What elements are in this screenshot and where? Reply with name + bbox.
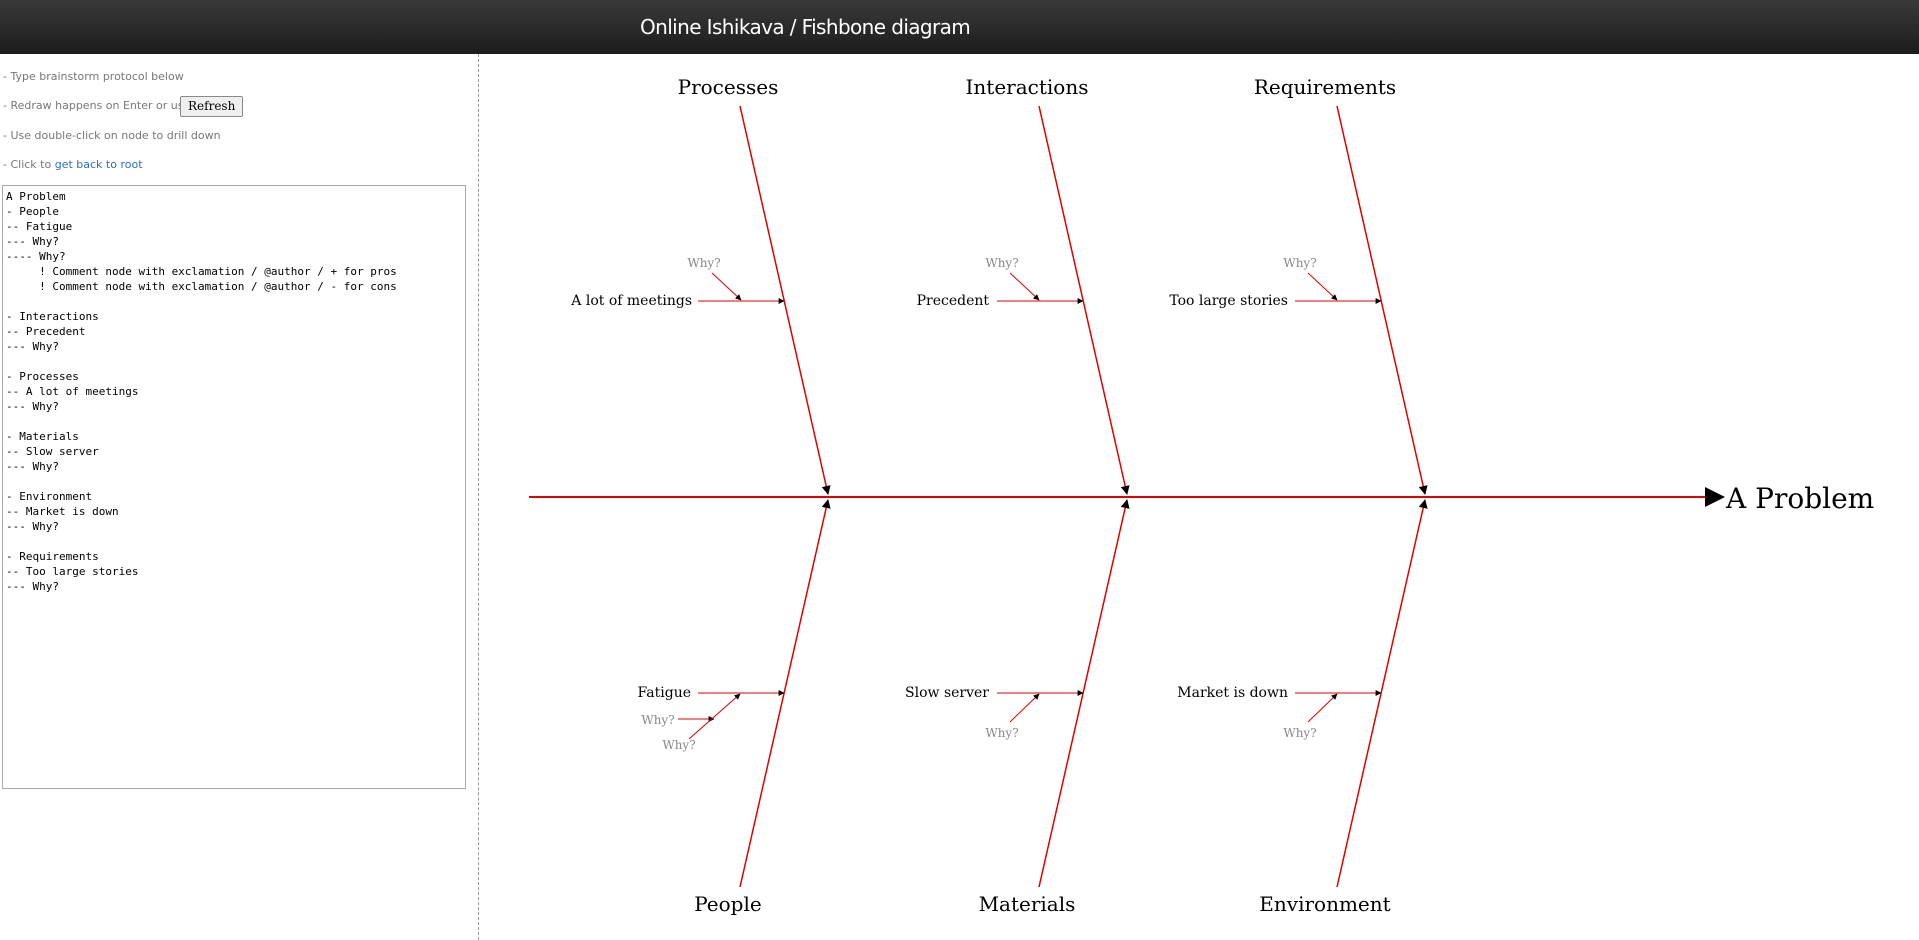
why-line-environment: [1307, 693, 1338, 723]
help-double-click: - Use double-click on node to drill down: [3, 129, 221, 142]
panel-splitter[interactable]: [478, 54, 479, 940]
help-redraw-text: - Redraw happens on Enter or use: [3, 99, 191, 112]
category-label-environment[interactable]: Environment: [1259, 892, 1390, 916]
refresh-button[interactable]: Refresh: [180, 96, 244, 117]
why-label-materials[interactable]: Why?: [985, 726, 1018, 740]
category-label-processes[interactable]: Processes: [678, 75, 779, 99]
why-label-requirements[interactable]: Why?: [1283, 256, 1316, 270]
back-to-root-link[interactable]: get back to root: [54, 158, 143, 171]
category-label-interactions[interactable]: Interactions: [966, 75, 1089, 99]
protocol-editor[interactable]: A Problem - People -- Fatigue --- Why? -…: [2, 185, 466, 789]
why-label-people-2[interactable]: Why?: [662, 738, 695, 752]
help-back-to-root: - Click to get back to root: [3, 158, 143, 171]
cause-label-precedent[interactable]: Precedent: [917, 293, 990, 309]
why-line-materials: [1009, 693, 1040, 723]
bone-interactions: [1038, 105, 1130, 495]
category-label-materials[interactable]: Materials: [979, 892, 1076, 916]
fishbone-diagram: A Problem Processes A lot of meetings Wh…: [529, 75, 1874, 916]
cause-label-slow-server[interactable]: Slow server: [905, 685, 989, 701]
why-line-people-2: [688, 693, 741, 740]
help-click-text: - Click to: [3, 158, 52, 171]
cause-label-too-large-stories[interactable]: Too large stories: [1169, 293, 1288, 309]
category-label-people[interactable]: People: [694, 892, 761, 916]
why-line-processes: [711, 272, 742, 301]
spine-arrowhead: [1705, 487, 1725, 507]
bone-processes: [739, 105, 831, 495]
why-line-interactions: [1009, 272, 1040, 301]
why-label-processes[interactable]: Why?: [687, 256, 720, 270]
help-redraw: - Redraw happens on Enter or use: [3, 99, 190, 112]
bone-requirements: [1336, 105, 1428, 495]
cause-label-market-is-down[interactable]: Market is down: [1177, 685, 1288, 701]
problem-label[interactable]: A Problem: [1725, 482, 1874, 515]
page-title: Online Ishikava / Fishbone diagram: [640, 15, 971, 39]
cause-label-fatigue[interactable]: Fatigue: [638, 685, 691, 701]
header-bar: Online Ishikava / Fishbone diagram: [0, 0, 1919, 54]
cause-label-a-lot-of-meetings[interactable]: A lot of meetings: [570, 293, 692, 309]
help-type-protocol: - Type brainstorm protocol below: [3, 70, 184, 83]
why-label-interactions[interactable]: Why?: [985, 256, 1018, 270]
why-label-people-1[interactable]: Why?: [641, 713, 674, 727]
why-label-environment[interactable]: Why?: [1283, 726, 1316, 740]
left-panel: - Type brainstorm protocol below - Redra…: [0, 54, 477, 940]
category-label-requirements[interactable]: Requirements: [1254, 75, 1396, 99]
why-line-requirements: [1307, 272, 1338, 301]
